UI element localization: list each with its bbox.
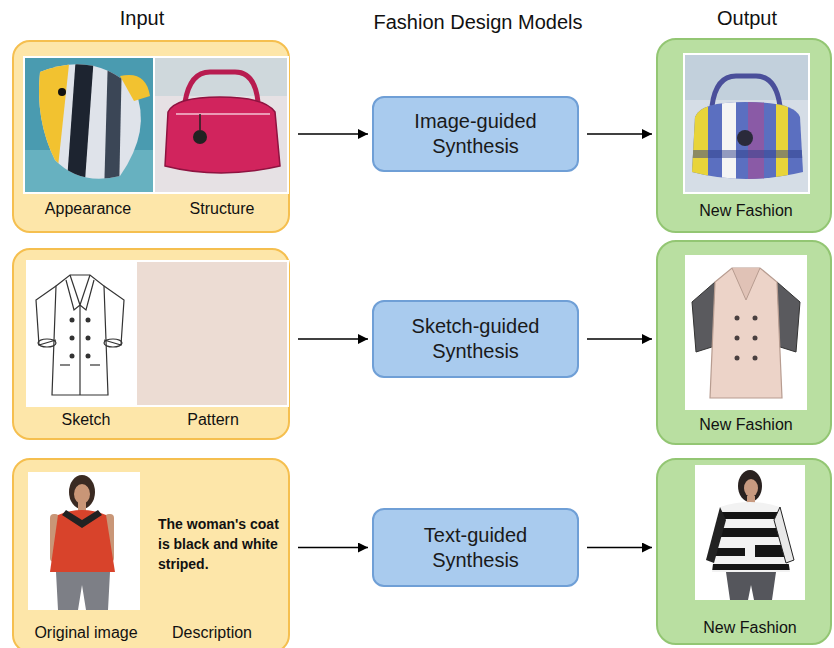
model-box: Image-guided Synthesis: [372, 96, 579, 172]
model-name: Sketch-guided Synthesis: [391, 314, 561, 364]
illustration-part: [28, 472, 140, 610]
illustration-part: [706, 507, 726, 563]
image-caption: Description: [147, 623, 277, 642]
illustration-part: [735, 336, 740, 341]
flow-arrow: [587, 338, 652, 340]
illustration-part: [70, 354, 75, 359]
image-caption: Structure: [157, 199, 287, 218]
illustration-part: [776, 100, 788, 190]
illustration-part: [155, 58, 287, 192]
illustration-part: [732, 268, 760, 300]
illustration-part: [748, 100, 764, 190]
illustration-part: [744, 479, 758, 497]
illustration-part: [193, 130, 207, 144]
illustration-part: [70, 336, 75, 341]
illustration-part: [685, 55, 808, 192]
illustration-part: [120, 75, 150, 101]
image-caption: Appearance: [23, 199, 153, 218]
illustration-part: [690, 100, 708, 190]
input-panel: The woman's coat is black and white stri…: [12, 458, 290, 648]
illustration-part: [104, 286, 124, 345]
illustration-part: [735, 356, 740, 361]
column-heading: Input: [0, 6, 302, 30]
image-caption: Original image: [21, 623, 151, 642]
description-text: The woman's coat is black and white stri…: [158, 514, 288, 574]
flow-arrow: [298, 338, 368, 340]
illustration-part: [30, 55, 122, 195]
illustration-part: [753, 356, 758, 361]
input-panel: AppearanceStructure: [12, 40, 290, 233]
illustration-part: [735, 316, 740, 321]
illustration-part: [79, 305, 80, 395]
output-caption: New Fashion: [671, 415, 821, 434]
illustration-part: [712, 76, 780, 106]
illustration-part: [70, 318, 91, 359]
column-heading: Fashion Design Models: [318, 10, 638, 34]
illustration-part: [74, 484, 90, 504]
illustration-part: [52, 275, 108, 395]
illustration-part: [692, 282, 715, 352]
illustration-part: [176, 113, 270, 115]
illustration-part: [710, 268, 782, 398]
illustration-part: [86, 354, 91, 359]
illustration-part: [722, 100, 736, 190]
flow-arrow: [298, 547, 368, 549]
illustration-part: [26, 260, 289, 407]
model-box: Sketch-guided Synthesis: [372, 300, 579, 378]
illustration-part: [62, 510, 102, 528]
image-caption: Sketch: [26, 410, 146, 429]
flow-arrow: [587, 547, 652, 549]
illustration-part: [777, 282, 800, 352]
illustration-part: [36, 286, 56, 345]
illustration-part: [90, 364, 100, 365]
model-box: Text-guided Synthesis: [372, 508, 579, 587]
illustration-part: [70, 275, 90, 305]
illustration-part: [199, 114, 201, 130]
column-heading: Output: [587, 6, 834, 30]
output-caption: New Fashion: [671, 201, 821, 220]
illustration-part: [104, 339, 122, 347]
model-name: Text-guided Synthesis: [391, 523, 561, 573]
illustration-part: [50, 510, 115, 572]
illustration-part: [56, 572, 110, 610]
output-panel: New Fashion: [656, 38, 832, 233]
illustration-part: [58, 88, 66, 96]
illustration-part: [86, 318, 91, 323]
illustration-part: [66, 55, 94, 195]
illustration-part: [735, 316, 758, 361]
output-panel: New Fashion: [656, 458, 832, 645]
illustration-part: [683, 53, 810, 194]
model-name: Image-guided Synthesis: [391, 109, 561, 159]
illustration-part: [70, 318, 75, 323]
output-panel: New Fashion: [656, 240, 832, 445]
illustration-part: [690, 100, 810, 190]
illustration-part: [726, 572, 776, 600]
flow-arrow: [298, 133, 368, 135]
image-caption: Pattern: [148, 410, 278, 429]
illustration-part: [23, 56, 289, 194]
illustration-part: [36, 275, 124, 395]
illustration-part: [165, 97, 280, 173]
illustration-part: [753, 316, 758, 321]
flow-arrow: [587, 133, 652, 135]
output-caption: New Fashion: [675, 618, 825, 637]
illustration-part: [753, 336, 758, 341]
illustration-part: [695, 465, 805, 600]
illustration-part: [774, 507, 794, 563]
illustration-part: [30, 55, 70, 195]
illustration-part: [137, 262, 287, 405]
input-panel: SketchPattern: [12, 248, 290, 440]
illustration-part: [60, 364, 70, 365]
illustration-part: [685, 255, 807, 410]
illustration-part: [737, 130, 753, 146]
illustration-part: [86, 336, 91, 341]
illustration-part: [155, 58, 287, 96]
illustration-part: [38, 339, 56, 347]
illustration-part: [104, 55, 122, 195]
illustration-part: [705, 564, 795, 570]
illustration-part: [690, 150, 810, 158]
